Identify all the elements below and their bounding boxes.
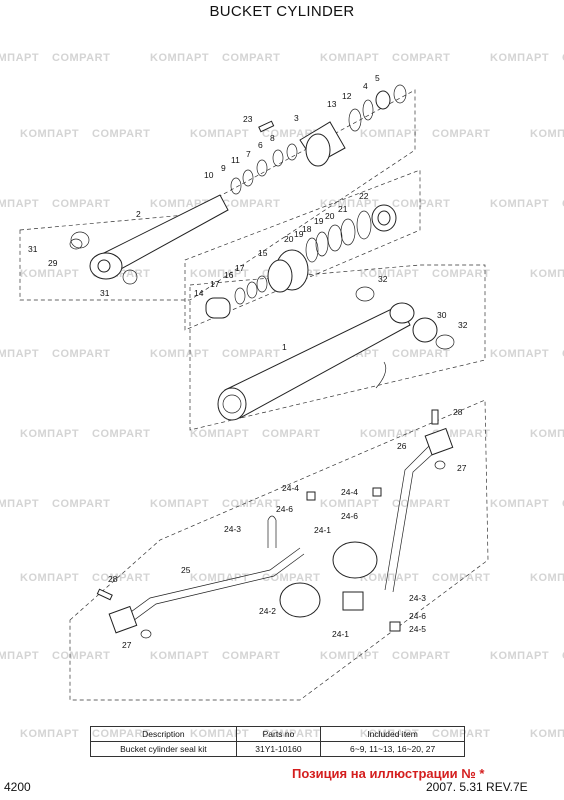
callout: 10 <box>204 170 214 180</box>
callout: 22 <box>359 191 369 201</box>
callout: 27 <box>122 640 132 650</box>
callout: 8 <box>270 133 275 143</box>
bushing-30 <box>412 317 438 343</box>
seal-rings <box>69 84 455 639</box>
piston-rod-group-frame <box>19 89 416 301</box>
callout: 31 <box>28 244 38 254</box>
callout: 32 <box>458 320 468 330</box>
position-note: Позиция на иллюстрации № * <box>292 766 485 781</box>
callout: 15 <box>258 248 268 258</box>
table-cell-parts-no: 31Y1-10160 <box>235 741 322 757</box>
callout: 29 <box>48 258 58 268</box>
piston <box>267 249 309 293</box>
column-header: Included item <box>320 726 465 742</box>
callout: 2 <box>136 209 141 219</box>
bolt-23 <box>258 120 275 133</box>
callout: 20 <box>284 234 294 244</box>
callout: 6 <box>258 140 263 150</box>
callout: 32 <box>378 274 388 284</box>
table-cell-description: Bucket cylinder seal kit <box>90 741 237 757</box>
callout: 17 <box>235 263 245 273</box>
callout: 24-6 <box>341 511 358 521</box>
callout: 24-6 <box>276 504 293 514</box>
callout: 24-4 <box>341 487 358 497</box>
callout: 24-4 <box>282 483 299 493</box>
callout: 5 <box>375 73 380 83</box>
callout: 17 <box>210 279 220 289</box>
callout: 26 <box>397 441 407 451</box>
callout: 28 <box>108 574 118 584</box>
callout: 28 <box>453 407 463 417</box>
revision-label: 2007. 5.31 REV.7E <box>426 780 528 794</box>
callout: 14 <box>194 288 204 298</box>
callout: 16 <box>224 270 234 280</box>
callout: 19 <box>294 229 304 239</box>
callout: 19 <box>314 216 324 226</box>
callout: 24-6 <box>409 611 426 621</box>
table-cell-included-item: 6~9, 11~13, 16~20, 27 <box>320 741 465 757</box>
callout: 25 <box>181 565 191 575</box>
callout: 24-5 <box>409 624 426 634</box>
column-header: Parts no <box>235 726 322 742</box>
tube-group-frame <box>189 264 486 431</box>
callout-labels: 1 2 3 4 5 6 7 8 9 10 11 12 13 14 15 16 1… <box>28 73 468 650</box>
cylinder-tube <box>217 302 415 421</box>
callout: 1 <box>282 342 287 352</box>
callout: 21 <box>338 204 348 214</box>
bushing-4 <box>375 90 391 110</box>
page-number: 4200 <box>4 780 31 794</box>
callout: 27 <box>457 463 467 473</box>
pipe-assembly <box>96 409 454 634</box>
pipe-group-frame <box>69 399 489 701</box>
callout: 23 <box>243 114 253 124</box>
callout: 7 <box>246 149 251 159</box>
table-header-row: Description Parts no Included item <box>90 726 465 742</box>
callout: 11 <box>231 155 240 165</box>
callout: 24-1 <box>314 525 331 535</box>
piston-group-frame <box>184 169 421 331</box>
page-title: BUCKET CYLINDER <box>209 3 355 20</box>
seal-kit-table: Description Parts no Included item Bucke… <box>90 726 465 757</box>
callout: 24-3 <box>224 524 241 534</box>
rod-cover <box>299 121 346 167</box>
callout: 12 <box>342 91 352 101</box>
bushing-14 <box>205 297 231 319</box>
callout: 24-2 <box>259 606 276 616</box>
table-row: Bucket cylinder seal kit 31Y1-10160 6~9,… <box>90 741 465 757</box>
callout: 3 <box>294 113 299 123</box>
callout: 31 <box>100 288 110 298</box>
callout: 13 <box>327 99 337 109</box>
piston-rod <box>89 194 229 280</box>
lock-nut <box>356 204 397 240</box>
callout: 24-3 <box>409 593 426 603</box>
callout: 18 <box>302 224 312 234</box>
callout: 9 <box>221 163 226 173</box>
column-header: Description <box>90 726 237 742</box>
callout: 4 <box>363 81 368 91</box>
callout: 24-1 <box>332 629 349 639</box>
callout: 20 <box>325 211 335 221</box>
callout: 30 <box>437 310 447 320</box>
